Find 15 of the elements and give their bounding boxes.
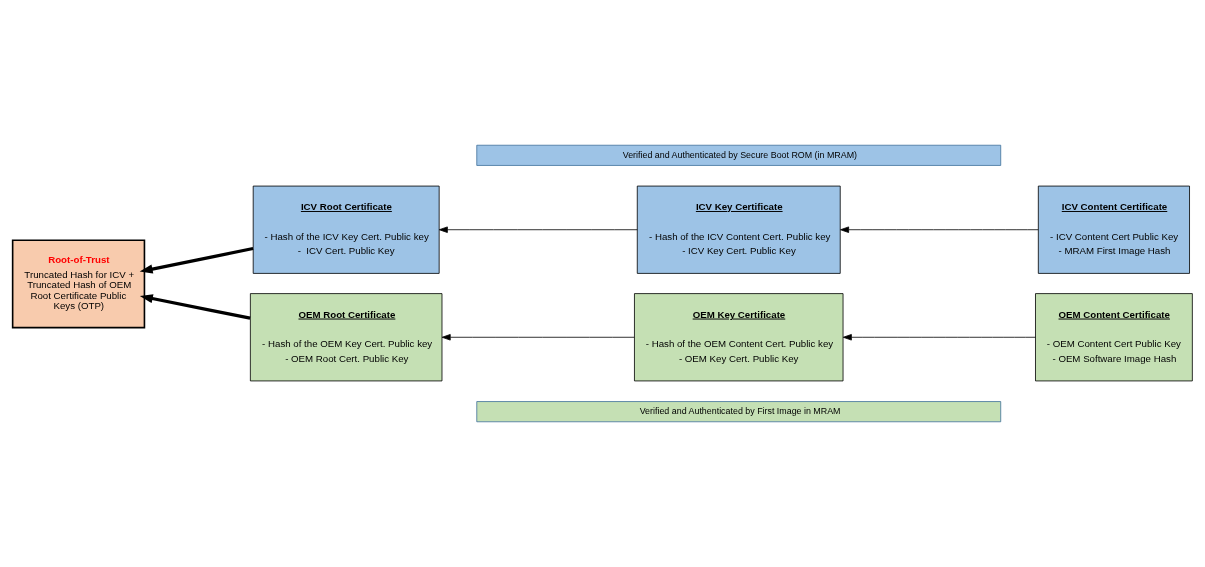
node-box: Verified and Authenticated by First Image in MRAM <box>476 401 1002 423</box>
node-box: Root-of-Trust Truncated Hash for ICV + Truncated Hash of OEM Root Certificate Public Keys (OTP) <box>11 239 146 329</box>
node-box: OEM Root Certificate - Hash of the OEM Key Cert. Public key - OEM Root Cert. Public Key <box>249 293 443 382</box>
node-box: ICV Key Certificate - Hash of the ICV Content Cert. Public key - ICV Key Cert. Public Key <box>636 185 841 274</box>
node-box: OEM Content Certificate - OEM Content Cert Public Key - OEM Software Image Hash <box>1035 293 1193 382</box>
node-box: Verified and Authenticated by Secure Boot ROM (in MRAM) <box>476 144 1002 166</box>
node-box: OEM Key Certificate - Hash of the OEM Content Cert. Public key - OEM Key Cert. Public Key <box>634 293 844 382</box>
arrow <box>842 334 1036 341</box>
arrow <box>840 226 1039 233</box>
arrow <box>139 246 254 274</box>
arrow <box>139 294 251 320</box>
node-box: ICV Root Certificate - Hash of the ICV Key Cert. Public key - ICV Cert. Public Key <box>252 185 440 274</box>
arrow <box>438 226 638 233</box>
arrow <box>441 334 635 341</box>
node-box: ICV Content Certificate - ICV Content Cert Public Key - MRAM First Image Hash <box>1037 185 1190 274</box>
